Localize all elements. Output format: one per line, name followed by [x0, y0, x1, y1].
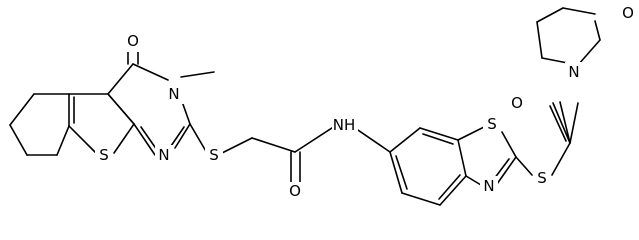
sulfur-thioether-atom-2: S — [537, 169, 547, 187]
oxygen-amide-atom: O — [289, 182, 301, 200]
oxygen-ketone-atom: O — [511, 94, 523, 112]
sulfur-benzothiazole-atom: S — [487, 115, 497, 133]
molecule-structure-diagram: O N S N S O NH S N S O N O — [9, 4, 638, 206]
amide-nh-atom: NH — [333, 116, 356, 134]
nitrogen-morpholine-atom: N — [568, 63, 579, 81]
nitrogen-methyl-atom: N — [168, 85, 179, 103]
sulfur-thioether-atom-1: S — [209, 146, 219, 164]
nitrogen-benzothiazole-atom: N — [483, 177, 494, 195]
atom-label-layer: O N S N S O NH S N S O N O — [95, 4, 638, 202]
oxygen-morpholine-atom: O — [622, 4, 634, 22]
nitrogen-pyrimidine-atom: N — [158, 146, 169, 164]
oxygen-carbonyl-atom: O — [127, 32, 139, 50]
sulfur-thiophene-atom: S — [99, 146, 109, 164]
bond-layer — [9, 7, 601, 206]
